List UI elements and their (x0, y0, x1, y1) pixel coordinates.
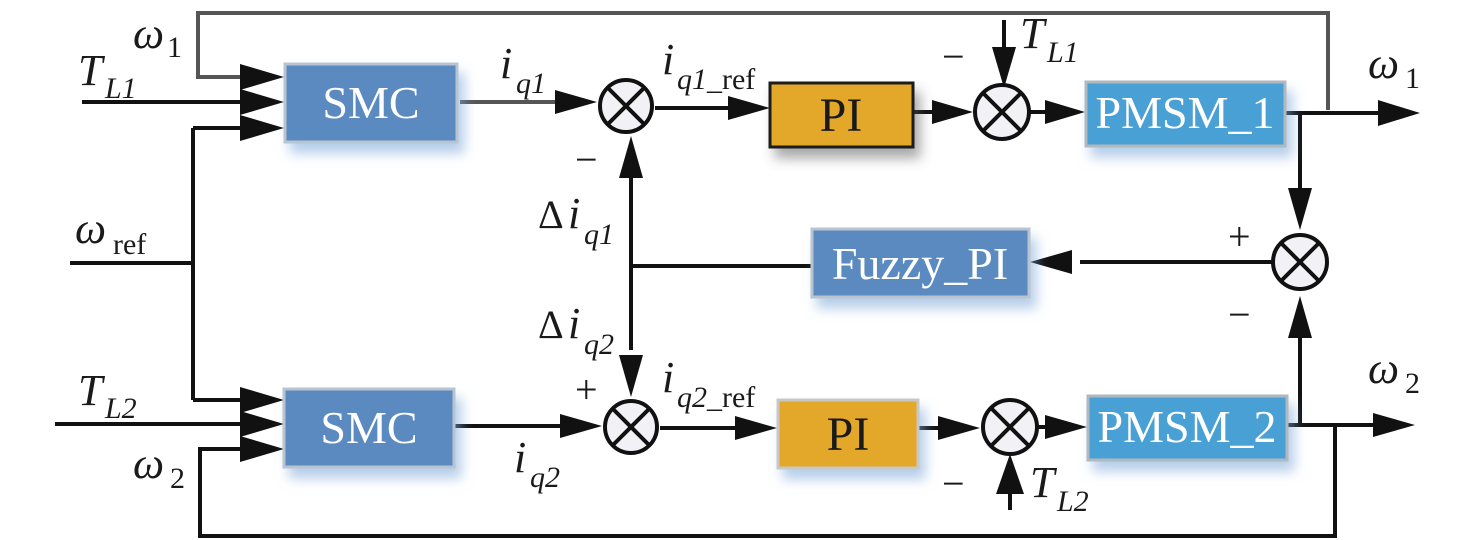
iq1-ref-label: iq1_ref (662, 35, 755, 96)
pmsm-1-block[interactable]: PMSM_1 (1084, 80, 1287, 148)
tl1-disturbance-label: TL1 (1020, 9, 1079, 69)
tl1-input-label: TL1 (78, 46, 137, 105)
arrow-omega1-output (1378, 100, 1420, 126)
arrow-omega2-smc2 (240, 436, 284, 462)
sum-junction-1 (598, 78, 654, 134)
omega2-feedback-wire (198, 427, 1337, 538)
diff-minus-sign: − (1228, 292, 1251, 337)
sum-junction-2 (603, 399, 659, 455)
arrow-tl1-disturbance (992, 47, 1016, 88)
arrow-tl1-smc1 (240, 89, 284, 115)
arrow-iq2 (560, 414, 602, 438)
smc-2-label: SMC (320, 402, 417, 453)
arrow-iq1 (555, 90, 597, 114)
arrow-iq1-ref (728, 96, 770, 120)
pi-2-block[interactable]: PI (776, 398, 920, 470)
arrow-ref-smc1 (240, 115, 284, 141)
arrow-sum3-out (1045, 100, 1085, 124)
arrow-tl2-smc2 (240, 411, 284, 437)
sum1-minus-sign: − (575, 137, 598, 182)
sum4-minus-sign: − (942, 461, 965, 506)
smc-2-block[interactable]: SMC (282, 387, 456, 469)
omega1-feedback-wire (196, 11, 1330, 110)
arrow-omega1-smc1 (240, 64, 284, 90)
smc-1-label: SMC (322, 77, 419, 128)
arrow-sum4-out (1045, 415, 1087, 439)
smc-1-block[interactable]: SMC (283, 62, 459, 144)
omega1-feedback-label: ω1 (133, 9, 182, 64)
pi-2-label: PI (827, 408, 870, 461)
fuzzy-pi-block[interactable]: Fuzzy_PI (810, 227, 1031, 299)
sum-junction-diff (1271, 233, 1329, 291)
arrow-pi1-out (932, 100, 973, 124)
sum3-minus-sign: − (942, 34, 965, 79)
arrow-iq2-ref (735, 416, 777, 440)
pi-1-block[interactable]: PI (768, 81, 915, 149)
sum2-plus-sign: + (575, 367, 598, 412)
fuzzy-pi-label: Fuzzy_PI (832, 238, 1008, 289)
tl2-input-label: TL2 (78, 366, 137, 425)
tl2-disturbance-label: TL2 (1030, 458, 1089, 518)
arrow-tl2-disturbance (996, 454, 1024, 494)
diff-plus-sign: + (1228, 214, 1251, 259)
arrow-ref-smc2 (240, 387, 284, 413)
pi-1-label: PI (820, 89, 863, 142)
sum-junction-3 (973, 83, 1031, 141)
sum-junction-4 (981, 398, 1039, 456)
pmsm-2-label: PMSM_2 (1098, 401, 1277, 452)
arrow-omega2-diff (1288, 296, 1312, 338)
pmsm-1-label: PMSM_1 (1096, 87, 1275, 138)
arrow-fuzzy-in (1030, 250, 1072, 274)
arrow-omega2-output (1373, 413, 1415, 437)
arrow-delta-iq1 (619, 136, 643, 178)
arrow-delta-iq2 (619, 355, 643, 397)
iq2-ref-label: iq2_ref (662, 353, 755, 414)
pmsm-2-block[interactable]: PMSM_2 (1086, 394, 1289, 462)
arrow-pi2-out (938, 416, 980, 440)
arrow-omega1-diff (1288, 188, 1312, 230)
